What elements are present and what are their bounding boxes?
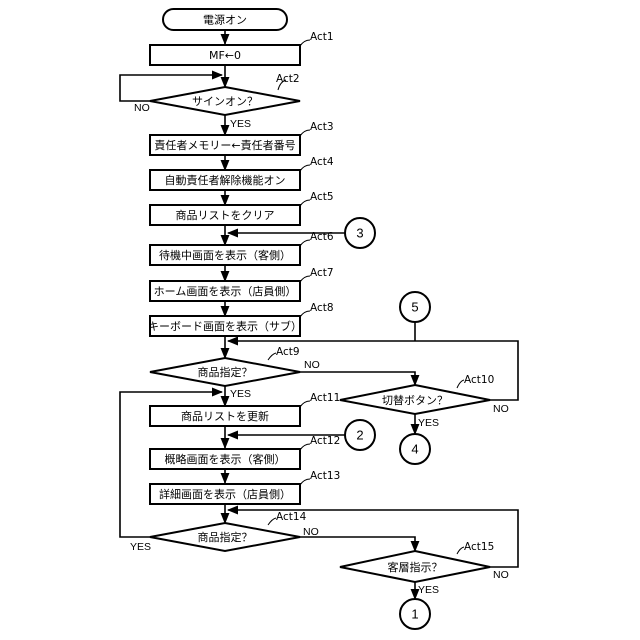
decision-act14-no: NO [303, 526, 319, 538]
step-act5: 商品リストをクリア Act5 [150, 191, 334, 225]
decision-act2: サインオン？ Act2 NO YES [134, 73, 300, 130]
edges [120, 30, 518, 599]
decision-act9-yes: YES [230, 388, 251, 400]
edge-act10-no [490, 343, 518, 400]
connector-4-label: 4 [411, 442, 418, 457]
decision-act10-no: NO [493, 403, 509, 415]
connector-5-label: 5 [411, 300, 418, 315]
step-act5-label: Act5 [310, 191, 334, 203]
step-act12: 概略画面を表示（客側） Act12 [150, 435, 340, 469]
connector-2-label: 2 [356, 428, 363, 443]
step-act12-text: 概略画面を表示（客側） [165, 452, 286, 466]
step-act5-text: 商品リストをクリア [176, 208, 275, 222]
step-act13-text: 詳細画面を表示（店員側） [159, 487, 291, 501]
step-act6-label: Act6 [310, 231, 334, 243]
step-act6: 待機中画面を表示（客側） Act6 [150, 231, 334, 265]
step-act7-label: Act7 [310, 267, 334, 279]
step-act8-text: キーボード画面を表示（サブ） [148, 319, 302, 333]
step-act6-text: 待機中画面を表示（客側） [159, 248, 291, 262]
decision-act10-text: 切替ボタン？ [382, 393, 448, 407]
decision-act15-no: NO [493, 569, 509, 581]
step-act4-text: 自動責任者解除機能オン [165, 173, 286, 187]
step-act1-text: MF←0 [209, 49, 241, 62]
step-act3-label: Act3 [310, 121, 334, 133]
start-label: 電源オン [203, 13, 247, 27]
step-act3-text: 責任者メモリー←責任者番号 [154, 138, 295, 152]
decision-act14-label: Act14 [276, 511, 307, 523]
step-act7-text: ホーム画面を表示（店員側） [154, 284, 297, 298]
step-act12-label: Act12 [310, 435, 340, 447]
connector-3-label: 3 [356, 226, 363, 241]
start-terminal: 電源オン [163, 9, 287, 30]
connector-3: 3 [345, 218, 375, 248]
step-act1: MF←0 Act1 [150, 31, 334, 65]
decision-act15: 客層指示？ Act15 NO YES [340, 541, 509, 596]
decision-act2-yes: YES [230, 118, 251, 130]
decision-act14-text: 商品指定？ [198, 530, 253, 544]
connector-2: 2 [345, 420, 375, 450]
step-act13: 詳細画面を表示（店員側） Act13 [150, 470, 340, 504]
edge-act9-no [300, 372, 415, 385]
connector-1: 1 [400, 599, 430, 629]
step-act8: キーボード画面を表示（サブ） Act8 [148, 302, 334, 336]
step-act4-label: Act4 [310, 156, 334, 168]
decision-act2-label: Act2 [276, 73, 300, 85]
decision-act10-label: Act10 [464, 374, 494, 386]
edge-join-act9 [228, 341, 518, 343]
step-act8-label: Act8 [310, 302, 334, 314]
edge-act14-no [300, 537, 415, 551]
decision-act15-text: 客層指示？ [388, 560, 443, 574]
decision-act9-text: 商品指定？ [198, 365, 253, 379]
step-act4: 自動責任者解除機能オン Act4 [150, 156, 334, 190]
decision-act9-label: Act9 [276, 346, 300, 358]
step-act11-text: 商品リストを更新 [181, 409, 269, 423]
step-act13-label: Act13 [310, 470, 340, 482]
decision-act2-no: NO [134, 102, 150, 114]
decision-act15-yes: YES [418, 584, 439, 596]
connector-4: 4 [400, 434, 430, 464]
decision-act10-yes: YES [418, 417, 439, 429]
step-act7: ホーム画面を表示（店員側） Act7 [150, 267, 334, 301]
decision-act15-label: Act15 [464, 541, 494, 553]
step-act11-label: Act11 [310, 392, 340, 404]
decision-act2-text: サインオン？ [192, 95, 258, 108]
connector-1-label: 1 [411, 607, 418, 622]
decision-act9-no: NO [304, 359, 320, 371]
decision-act14-yes: YES [130, 541, 151, 553]
connector-5: 5 [400, 292, 430, 322]
step-act1-label: Act1 [310, 31, 334, 43]
